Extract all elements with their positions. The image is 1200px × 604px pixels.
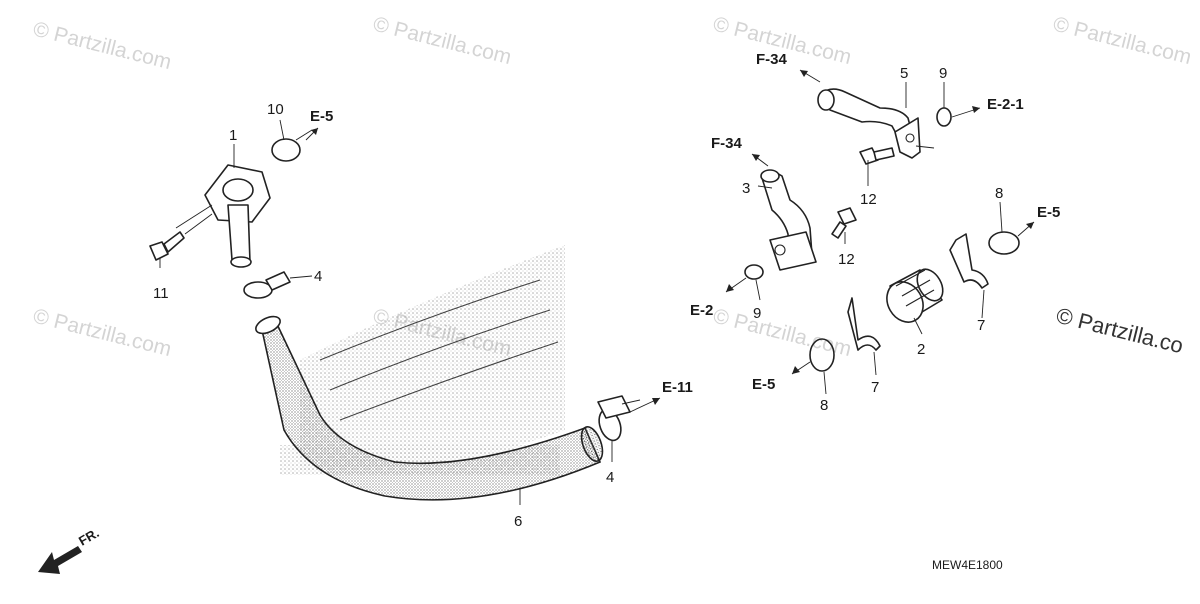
- reference-arrows: [305, 69, 1035, 413]
- clip-7-right: [949, 233, 989, 289]
- ref-f34-lower: F-34: [711, 135, 743, 152]
- callout-7-right: 7: [977, 317, 985, 334]
- callout-9-upper: 9: [939, 65, 947, 82]
- callout-7-left: 7: [871, 379, 879, 396]
- watermark: © Partzilla.com: [1051, 13, 1194, 70]
- callout-8-left: 8: [820, 397, 828, 414]
- ref-f34-upper: F-34: [756, 51, 788, 68]
- ref-e11: E-11: [662, 379, 693, 396]
- clip-7-left: [847, 297, 881, 351]
- fr-label: FR.: [76, 525, 102, 548]
- ref-e5-lower: E-5: [752, 376, 775, 393]
- ref-e2-1: E-2-1: [987, 96, 1024, 113]
- front-direction-arrow: FR.: [38, 525, 102, 574]
- callout-4-lower: 4: [606, 469, 614, 486]
- callout-5: 5: [900, 65, 908, 82]
- hose-clamp-upper: [243, 271, 291, 299]
- o-ring-9-lower: [744, 264, 764, 280]
- ref-e2: E-2: [690, 302, 713, 319]
- diagram-code: MEW4E1800: [932, 558, 1003, 572]
- leader-lines: [159, 82, 1003, 505]
- callout-4-upper: 4: [314, 268, 322, 285]
- watermark: © Partzilla.com: [31, 18, 174, 75]
- callout-11: 11: [153, 285, 169, 302]
- bolt-12-lower: [831, 207, 857, 239]
- ref-e5-top: E-5: [310, 108, 333, 125]
- o-ring-8-right: [988, 231, 1020, 255]
- callout-12-lower: 12: [838, 251, 855, 268]
- thermostat-cover: [175, 164, 271, 268]
- callout-numbers: 1 10 11 4 6 4 5 9 12 3 12 9 2 7 7 8 8: [153, 65, 1003, 530]
- watermark-side: © Partzilla.co: [1054, 303, 1186, 359]
- callout-1: 1: [229, 127, 237, 144]
- callout-12-upper: 12: [860, 191, 877, 208]
- coupling-2: [886, 268, 944, 323]
- callout-3: 3: [742, 180, 750, 197]
- watermark: © Partzilla.com: [711, 305, 854, 362]
- water-pipe-5: [817, 88, 935, 159]
- o-ring-8-left: [809, 338, 835, 372]
- watermark-group: © Partzilla.com © Partzilla.com © Partzi…: [31, 13, 1194, 362]
- bolt-12-upper: [859, 147, 895, 165]
- watermark: © Partzilla.com: [371, 13, 514, 70]
- callout-6: 6: [514, 513, 522, 530]
- watermark: © Partzilla.com: [31, 305, 174, 362]
- water-pipe-3: [760, 169, 817, 271]
- reference-labels: E-5 E-11 F-34 F-34 E-2-1 E-2 E-5 E-5: [310, 51, 1060, 396]
- coolant-hose: [255, 315, 604, 501]
- bolt-11: [149, 231, 185, 261]
- o-ring-9-upper: [936, 107, 952, 127]
- callout-10: 10: [267, 101, 284, 118]
- callout-9-lower: 9: [753, 305, 761, 322]
- callout-8-right: 8: [995, 185, 1003, 202]
- o-ring-10: [271, 138, 301, 162]
- ref-e5-right: E-5: [1037, 204, 1060, 221]
- callout-2: 2: [917, 341, 925, 358]
